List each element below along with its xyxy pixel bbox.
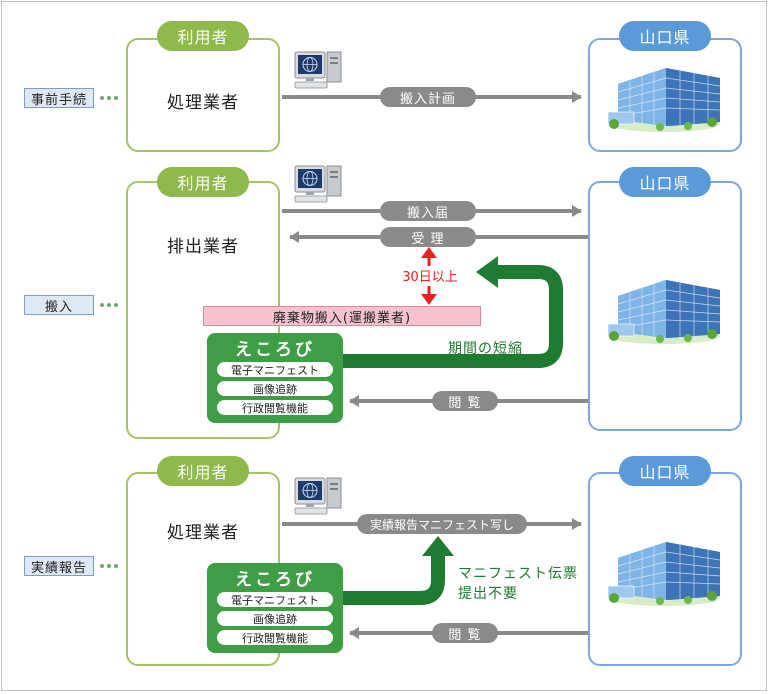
ekoro-item: 行政閲覧機能 [217, 630, 333, 645]
green-arrow-shorten [347, 265, 563, 368]
office-building-icon [607, 279, 721, 345]
ekoro-title: えころび [235, 340, 315, 360]
role-carry: 排出業者 [167, 237, 239, 257]
arrow-label-notice: 搬入届 [380, 201, 476, 221]
user-box-pre [126, 38, 280, 152]
days-label: 30日以上 [402, 270, 458, 285]
stage-label-report: 実績報告 [24, 556, 94, 576]
role-pre: 処理業者 [167, 93, 239, 113]
office-building-icon [607, 541, 721, 607]
office-building-icon [607, 67, 721, 133]
user-tab: 利用者 [157, 456, 249, 486]
stage-label-pre: 事前手続 [24, 88, 94, 108]
connector-dots [100, 564, 124, 568]
pref-tab: 山口県 [619, 456, 711, 486]
role-report: 処理業者 [167, 523, 239, 543]
ekoro-item: 画像追跡 [217, 381, 333, 396]
pref-tab: 山口県 [619, 21, 711, 51]
ekoro-item: 画像追跡 [217, 611, 333, 626]
connector-dots [100, 303, 124, 307]
arrow-label-receipt: 受 理 [380, 227, 476, 247]
ekoro-title: えころび [235, 570, 315, 590]
arrow-label-report-copy: 実績報告マニフェスト写し [357, 514, 527, 534]
arrow-label-plan: 搬入計画 [380, 87, 476, 107]
arrow-label-view1: 閲 覧 [432, 391, 498, 411]
transport-bar: 廃棄物搬入(運搬業者) [203, 306, 481, 326]
green-arrow-report [347, 554, 445, 605]
note-no-paper-line1: マニフェスト伝票 [458, 566, 578, 582]
user-tab: 利用者 [157, 21, 249, 51]
ekoro-panel: えころび 電子マニフェスト 画像追跡 行政閲覧機能 [207, 563, 343, 653]
connector-dots [100, 96, 124, 100]
arrow-label-view2: 閲 覧 [432, 623, 498, 643]
stage-label-carry: 搬入 [24, 295, 94, 315]
ekoro-item: 電子マニフェスト [217, 592, 333, 607]
note-shorten: 期間の短縮 [448, 341, 523, 357]
user-tab: 利用者 [157, 167, 249, 197]
ekoro-item: 行政閲覧機能 [217, 400, 333, 415]
red-double-arrow [421, 247, 437, 305]
note-no-paper-line2: 提出不要 [458, 586, 518, 602]
ekoro-panel: えころび 電子マニフェスト 画像追跡 行政閲覧機能 [207, 333, 343, 423]
pref-tab: 山口県 [619, 167, 711, 197]
ekoro-item: 電子マニフェスト [217, 362, 333, 377]
